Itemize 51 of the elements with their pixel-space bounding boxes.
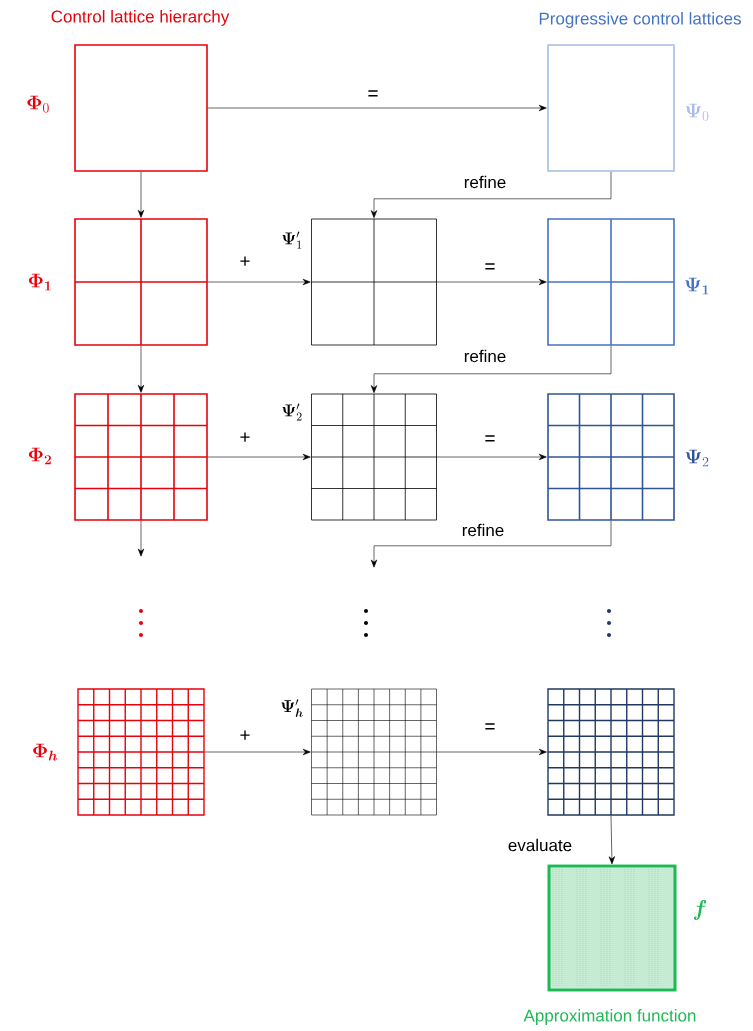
arrow: [204, 748, 311, 756]
lattice-grid: [311, 218, 437, 346]
symbol-label: $\mathbf{\Phi_2}$: [28, 447, 51, 465]
lattice-grid: [311, 393, 437, 521]
arrow: [436, 748, 547, 756]
edge-label: =: [485, 723, 495, 730]
symbol-label: $\mathbf{\Phi}_{\boldsymbol{h}}$: [33, 743, 58, 761]
arrow: [137, 520, 145, 557]
arrow: [207, 104, 547, 112]
lattice-grid: [74, 44, 208, 172]
arrow: [370, 520, 612, 568]
lattice-grid: [77, 688, 205, 816]
arrow: [370, 171, 612, 219]
node-label: Approximation function: [523, 1009, 696, 1025]
edge-label: refine: [464, 175, 506, 189]
edge-label: =: [485, 435, 495, 442]
lattice-grid: [311, 688, 437, 816]
edge-label: +: [240, 730, 250, 740]
lattice-grid: [74, 393, 208, 521]
shaded-square: [547, 864, 677, 992]
arrow: [207, 453, 311, 461]
arrow: [436, 278, 547, 286]
arrow: [207, 278, 311, 286]
lattice-grid: [547, 393, 675, 521]
edge-label: +: [240, 256, 250, 266]
symbol-label: $\mathbf{\Psi}_2'$: [282, 403, 302, 421]
edge-label: evaluate: [508, 838, 572, 852]
edge-label: =: [485, 263, 495, 270]
arrow: [137, 345, 145, 393]
edge-label: +: [240, 432, 250, 442]
lattice-grid: [547, 688, 675, 816]
symbol-label: $\mathbf{\Psi_1}$: [685, 277, 709, 295]
edge-label: =: [368, 90, 378, 97]
arrow: [436, 453, 547, 461]
arrow: [137, 171, 145, 218]
symbol-label: $\mathbf{\Psi}_{\boldsymbol{h}}'$: [281, 699, 303, 717]
symbol-label: $\boldsymbol{f}$: [693, 900, 707, 920]
symbol-label: $\mathbf{\Psi}_0$: [685, 103, 709, 121]
arrow: [608, 815, 615, 865]
arrow: [370, 345, 612, 394]
edge-label: refine: [464, 349, 506, 363]
edge-label: refine: [462, 523, 504, 537]
symbol-label: $\mathbf{\Psi}_1'$: [282, 231, 302, 249]
column-heading: Control lattice hierarchy: [51, 10, 230, 26]
lattice-grid: [547, 44, 675, 172]
lattice-grid: [74, 218, 208, 346]
column-heading: Progressive control lattices: [539, 12, 741, 28]
symbol-label: $\mathbf{\Psi}_2$: [685, 449, 709, 467]
lattice-grid: [547, 218, 675, 346]
symbol-label: $\mathbf{\Phi_1}$: [28, 273, 51, 291]
symbol-label: $\mathbf{\Phi}_0$: [27, 95, 49, 113]
